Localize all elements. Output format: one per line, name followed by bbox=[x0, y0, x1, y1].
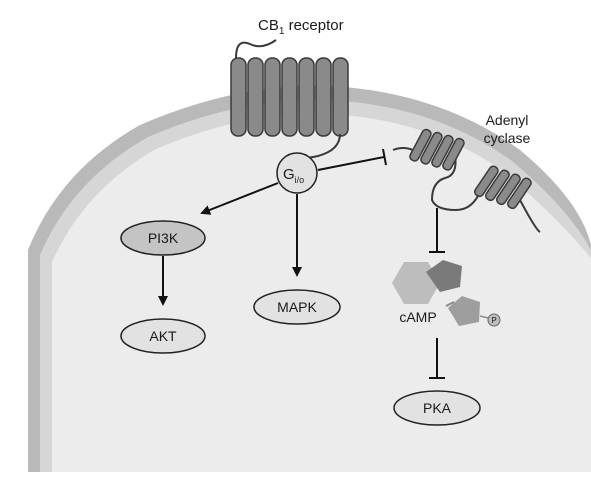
mapk-label: MAPK bbox=[277, 299, 317, 315]
receptor-helices bbox=[230, 57, 349, 137]
adenyl-cyclase-helices-1 bbox=[409, 128, 465, 171]
inhibit-camp-pka bbox=[429, 338, 445, 379]
camp-ribose bbox=[448, 296, 480, 326]
pka-label: PKA bbox=[423, 400, 452, 416]
pka-node: PKA bbox=[393, 390, 481, 426]
cb1-receptor: CB1 receptor bbox=[230, 17, 349, 159]
phosphate-label: P bbox=[491, 316, 496, 325]
receptor-n-terminus bbox=[235, 39, 277, 59]
pi3k-label: PI3K bbox=[148, 230, 179, 246]
camp-label: cAMP bbox=[399, 309, 436, 325]
pi3k-node: PI3K bbox=[120, 220, 206, 256]
akt-label: AKT bbox=[149, 328, 177, 344]
adenyl-label-line1: Adenyl bbox=[486, 112, 529, 128]
receptor-label: CB1 receptor bbox=[258, 17, 344, 37]
phosphate-icon bbox=[487, 313, 501, 327]
inhibit-adenyl-camp bbox=[429, 208, 445, 253]
inhibit-gio-adenyl bbox=[317, 148, 387, 171]
adenyl-cyclase: Adenyl cyclase bbox=[392, 112, 541, 233]
camp-pentagon bbox=[426, 260, 462, 292]
adenyl-cyclase-helices-2 bbox=[473, 165, 532, 210]
mapk-node: MAPK bbox=[253, 289, 341, 325]
gio-protein: Gi/o bbox=[276, 152, 318, 194]
adenyl-label-line2: cyclase bbox=[484, 130, 531, 146]
camp-molecule: P cAMP bbox=[392, 260, 501, 327]
adenyl-cyclase-loop bbox=[392, 147, 541, 233]
akt-node: AKT bbox=[120, 318, 206, 354]
gio-label: Gi/o bbox=[283, 166, 304, 185]
arrow-gio-pi3k bbox=[200, 182, 279, 215]
cell bbox=[28, 85, 591, 473]
